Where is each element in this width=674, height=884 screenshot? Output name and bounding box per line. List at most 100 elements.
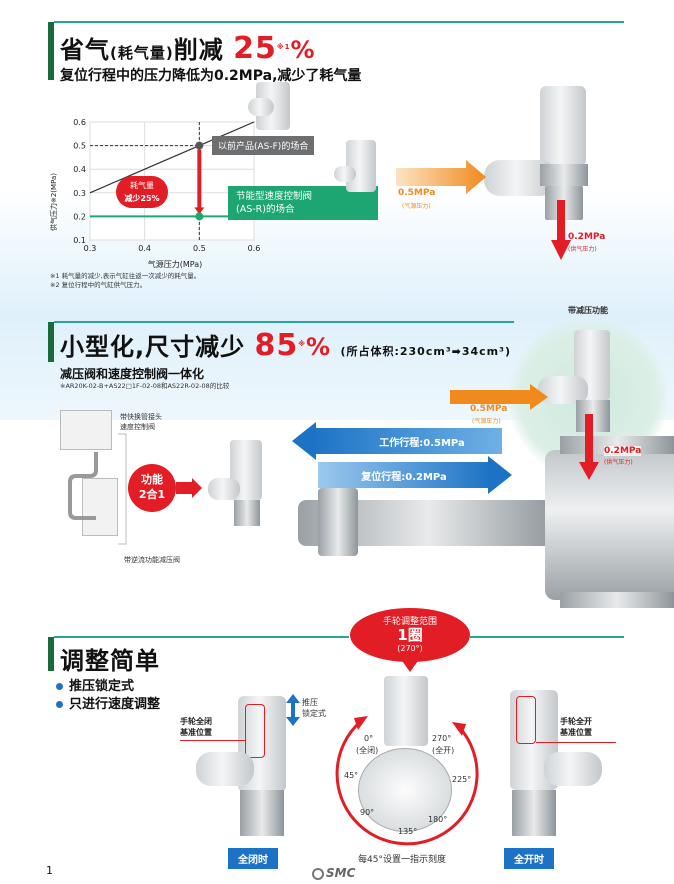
diagram-pipes xyxy=(68,452,98,520)
s2-output-caption: (供气压力) xyxy=(604,459,633,466)
section1-rule xyxy=(54,21,624,23)
chart-xlabel: 气源压力(MPa) xyxy=(148,259,203,269)
label-speed-valve-1: 带快换管接头 xyxy=(120,413,162,421)
s1-supply-label: 0.5MPa xyxy=(398,188,436,198)
diagram-speed-valve xyxy=(60,410,112,450)
dial-180: 180° xyxy=(428,815,448,824)
reducing-function-label: 带减压功能 xyxy=(568,306,608,315)
dial-270: 270° xyxy=(432,734,452,743)
section2-title: 小型化,尺寸减少 85※% (所占体积:230cm³➡34cm³) xyxy=(60,328,511,363)
output-arrow-shaft xyxy=(557,200,565,242)
as-f-valve-port xyxy=(248,98,274,116)
merge-arrow xyxy=(176,478,202,498)
s2-supply-caption: (气源压力) xyxy=(472,418,501,425)
section2-flow-arrows xyxy=(450,384,599,480)
chart-xtick-label: 0.5 xyxy=(193,244,206,253)
s2-output-head xyxy=(579,462,599,480)
s1-output-label: 0.2MPa xyxy=(568,232,606,242)
footnote-1: ※1 耗气量的减少,表示气缸往返一次减少的耗气量。 xyxy=(50,272,201,280)
dial-225: 225° xyxy=(452,775,472,784)
section2-rule xyxy=(54,321,514,323)
section1-title: 省气(耗气量)削减 25※1% xyxy=(60,31,316,66)
closed-ref-line xyxy=(180,740,246,741)
dial-135: 135° xyxy=(398,827,418,836)
chart-ytick-label: 0.1 xyxy=(73,236,86,245)
label-regulator: 带逆流功能减压阀 xyxy=(124,556,180,564)
output-arrow-head xyxy=(551,240,571,260)
section3-title: 调整简单 xyxy=(60,647,160,675)
chart-xtick-label: 0.4 xyxy=(138,244,151,253)
cylinder-body xyxy=(545,450,674,600)
dial-0: 0° xyxy=(364,734,374,743)
chart-ytick-label: 0.5 xyxy=(73,142,86,151)
s1-output-caption: (供气压力) xyxy=(568,246,597,253)
chart-series-line xyxy=(89,121,255,194)
as-r-compact-thread xyxy=(234,500,260,526)
s1-supply-caption: (气源压力) xyxy=(402,203,431,210)
open-state-button: 全开时 xyxy=(504,848,554,869)
chart-ytick-label: 0.2 xyxy=(73,212,86,221)
section2-note: ※AR20K-02-B+AS22□1F-02-08和AS22R-02-08的比较 xyxy=(60,382,230,390)
chart-point-new xyxy=(195,212,204,221)
as-r-valve-port xyxy=(334,166,356,182)
chart-ytick-label: 0.6 xyxy=(73,118,86,127)
open-ref-label: 手轮全开 基准位置 xyxy=(560,717,592,737)
valve-closed-port xyxy=(196,752,254,786)
s2-output-shaft xyxy=(585,414,593,464)
closed-marker xyxy=(245,704,265,758)
valve-open-port xyxy=(544,752,602,786)
range-bubble: 手轮调整范围 1圈 (270°) xyxy=(350,608,470,662)
page-number: 1 xyxy=(46,864,53,877)
dial-valve-top xyxy=(384,676,428,746)
diagram-regulator xyxy=(82,478,118,536)
bracket-lines xyxy=(118,433,127,545)
chart-label-prev: 以前产品(AS-F)的场合 xyxy=(212,136,315,155)
section1-marker xyxy=(48,22,54,80)
chart-xtick-label: 0.6 xyxy=(248,244,261,253)
valve-open-thread xyxy=(512,790,556,836)
section3-rule-left xyxy=(54,636,349,638)
chart-point-prev xyxy=(195,141,204,150)
work-stroke-arrow: 工作行程:0.5MPa xyxy=(312,428,502,454)
valve-closed-thread xyxy=(240,790,284,836)
dial-knob xyxy=(358,748,452,832)
s2-output-label: 0.2MPa xyxy=(604,446,642,456)
s2-supply-label: 0.5MPa xyxy=(470,404,508,414)
bullet-push-lock: 推压锁定式 xyxy=(56,675,134,694)
brand-logo: SMC xyxy=(312,866,355,880)
chart-reduction-arrowhead xyxy=(194,207,205,215)
section2-marker xyxy=(48,322,54,362)
push-lock-label-1: 推压 xyxy=(302,698,318,707)
label-speed-valve-2: 速度控制阀 xyxy=(120,423,155,431)
dial-0-sub: (全闭) xyxy=(356,746,379,755)
section3-marker xyxy=(48,637,54,671)
supply-arrow xyxy=(396,160,486,194)
as-r-compact-port xyxy=(208,478,240,500)
cylinder-tie-rod-bottom xyxy=(560,592,674,608)
valve-large-body xyxy=(540,86,586,166)
valve-large-hex xyxy=(540,164,588,186)
dial-90: 90° xyxy=(360,808,375,817)
push-lock-label-2: 锁定式 xyxy=(302,709,326,718)
dial-270-sub: (全开) xyxy=(432,746,455,755)
section1-subtitle: 复位行程中的压力降低为0.2MPa,减少了耗气量 xyxy=(60,68,362,84)
section1-flow-arrows xyxy=(396,160,571,260)
chart-ytick-label: 0.3 xyxy=(73,189,86,198)
range-bubble-tail xyxy=(400,658,420,672)
dial-45: 45° xyxy=(344,771,359,780)
dial-rotation-arc xyxy=(335,716,479,846)
open-ref-line xyxy=(536,742,616,743)
rod-nut xyxy=(318,488,358,556)
closed-ref-label: 手轮全闭 基准位置 xyxy=(180,717,212,737)
closed-state-button: 全闭时 xyxy=(228,848,278,869)
open-marker xyxy=(516,696,536,744)
s2-supply-arrow xyxy=(450,384,548,410)
footnote-2: ※2 复位行程中的气缸供气压力。 xyxy=(50,281,147,289)
mounted-valve-port xyxy=(538,376,588,404)
dial-caption: 每45°设置一指示刻度 xyxy=(358,855,446,865)
two-in-one-badge: 功能 2合1 xyxy=(128,464,176,512)
chart-series xyxy=(89,121,255,221)
chart-xtick-label: 0.3 xyxy=(84,244,97,253)
bullet-speed-only: 只进行速度调整 xyxy=(56,693,160,712)
